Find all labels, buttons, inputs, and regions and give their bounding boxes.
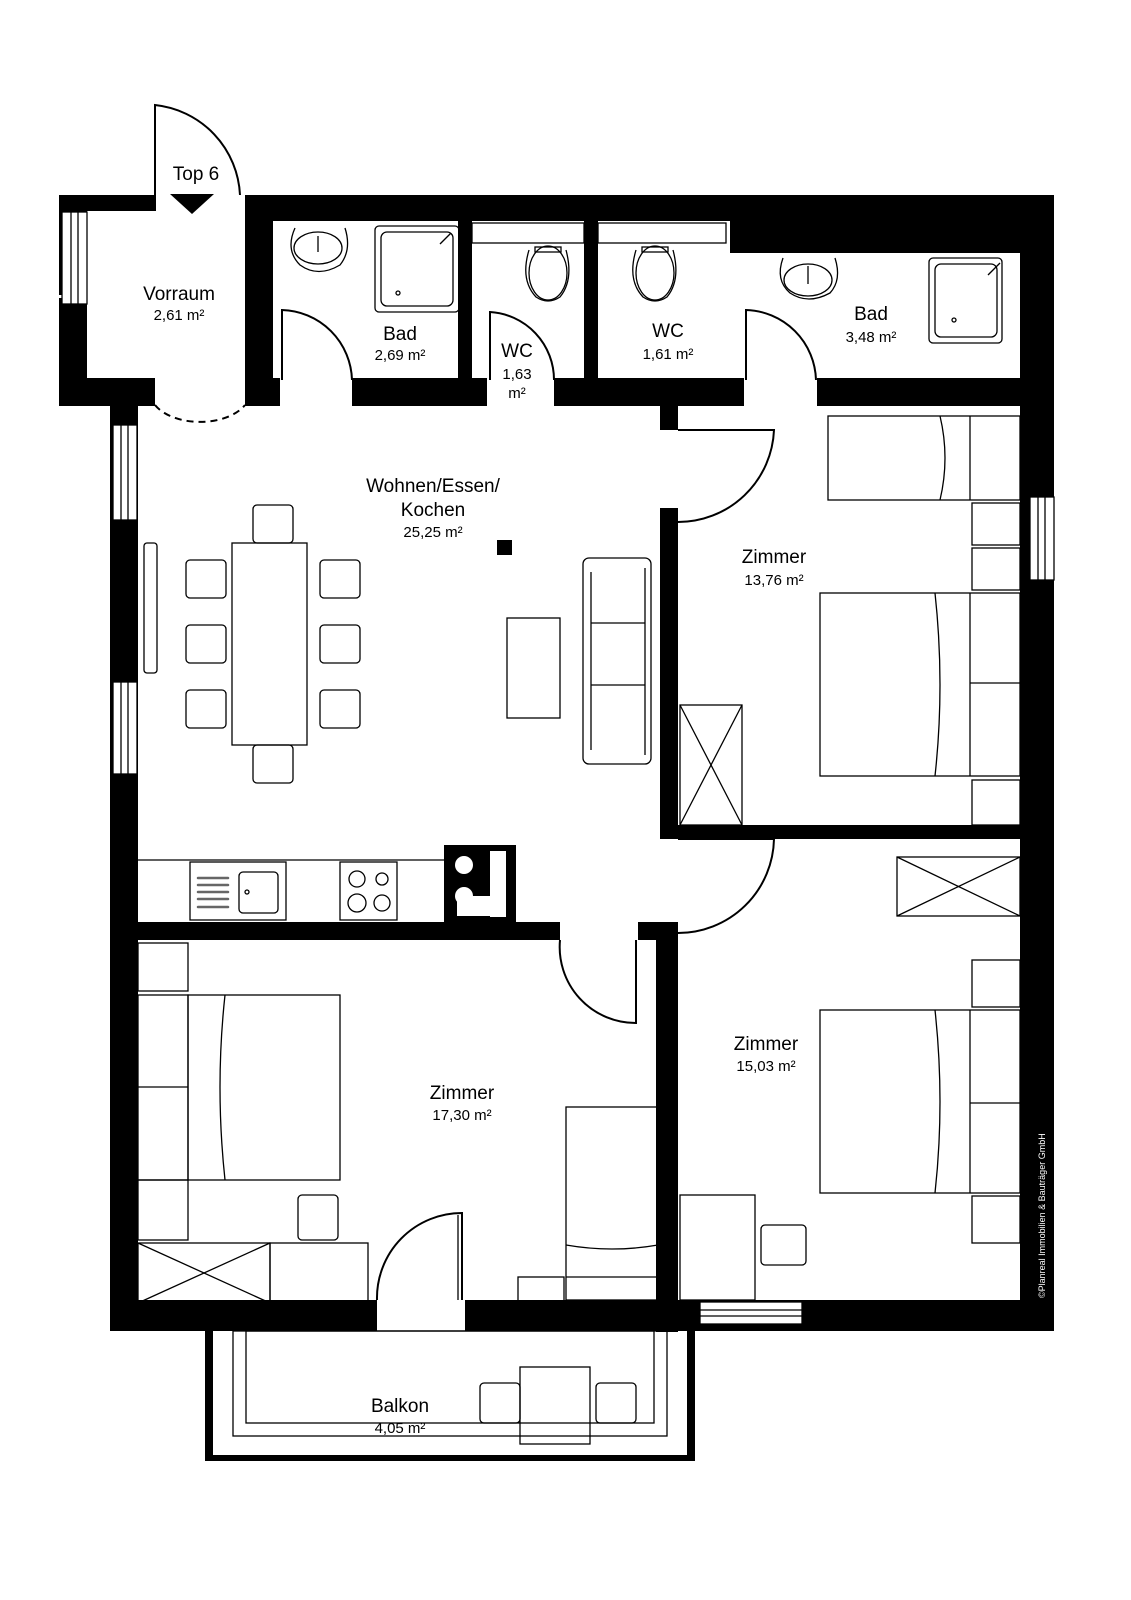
windows: [61, 211, 1055, 1325]
window-zimmer3: [699, 1301, 803, 1325]
zimmer3-furniture: [679, 856, 1021, 1301]
room-name-bad2: Bad: [854, 304, 888, 325]
walls: [59, 195, 1054, 1332]
kitchen-shaft: [455, 851, 506, 917]
room-name-zimmer3: Zimmer: [734, 1034, 799, 1055]
room-area-vorraum: 2,61 m²: [154, 307, 205, 324]
room-area-bad2: 3,48 m²: [846, 329, 897, 346]
room-area-balkon: 4,05 m²: [375, 1420, 426, 1437]
entrance-arrow-icon: [170, 194, 214, 214]
room-name-wc2: WC: [652, 321, 684, 342]
doors: [154, 103, 817, 1301]
kitchen: [138, 859, 444, 921]
living-furniture: [143, 504, 652, 784]
shower-icon: [374, 225, 460, 313]
copyright-text: ©Planreal Immobilien & Bauträger GmbH: [1037, 1133, 1047, 1298]
window-living-2: [112, 681, 138, 775]
zimmer2-furniture: [137, 942, 659, 1328]
bathroom-fixtures: [290, 225, 1003, 344]
unit-label: Top 6: [173, 164, 219, 185]
room-area-wohnen: 25,25 m²: [403, 524, 462, 541]
room-name-vorraum: Vorraum: [143, 284, 215, 305]
room-labels: Top 6 Vorraum 2,61 m² Bad 2,69 m² WC 1,6…: [143, 164, 896, 1437]
room-area-zimmer1: 13,76 m²: [744, 572, 803, 589]
sink-icon: [779, 257, 839, 300]
window-living-1: [112, 424, 138, 521]
window-vorraum: [61, 211, 88, 305]
room-area-wc2: 1,61 m²: [643, 346, 694, 363]
room-name-zimmer1: Zimmer: [742, 547, 807, 568]
room-name-wohnen-1: Wohnen/Essen/: [366, 476, 501, 497]
room-name-zimmer2: Zimmer: [430, 1083, 495, 1104]
room-area-zimmer3: 15,03 m²: [736, 1058, 795, 1075]
room-name-bad1: Bad: [383, 324, 417, 345]
toilet-icon: [632, 245, 677, 302]
sink-icon: [290, 227, 349, 273]
room-name-balkon: Balkon: [371, 1396, 429, 1417]
shower-icon: [928, 257, 1003, 344]
room-area-bad1: 2,69 m²: [375, 347, 426, 364]
zimmer1-furniture: [679, 415, 1021, 826]
window-wc1: [471, 222, 585, 244]
toilet-icon: [525, 245, 570, 302]
window-zimmer1: [1029, 496, 1055, 581]
room-area-wc1-line2: m²: [508, 385, 526, 402]
room-area-wc1-line1: 1,63: [502, 366, 531, 383]
room-name-wc1: WC: [501, 341, 533, 362]
balcony: [205, 1330, 695, 1461]
room-name-wohnen-2: Kochen: [401, 500, 465, 521]
window-wc2: [597, 222, 727, 244]
room-area-zimmer2: 17,30 m²: [432, 1107, 491, 1124]
